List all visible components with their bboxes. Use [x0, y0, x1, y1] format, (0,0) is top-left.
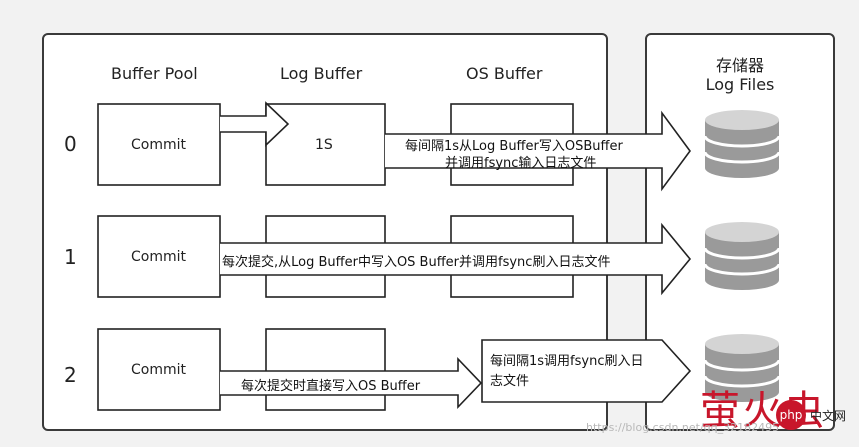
database-cylinder-icon: [703, 334, 781, 402]
row1-buffer-pool-box: [97, 215, 221, 298]
watermark-url: https://blog.csdn.net/qq_32182495: [586, 421, 780, 434]
database-cylinder-icon: [703, 110, 781, 178]
row0-pool-to-log-arrow: [220, 101, 290, 147]
storage-title-line1: 存储器: [715, 56, 764, 75]
row1-commit-label: Commit: [131, 249, 186, 265]
row1-pool-to-storage-arrow: [220, 222, 692, 296]
col-header-buffer-pool: Buffer Pool: [111, 64, 198, 83]
row1-arrow-text: 每次提交,从Log Buffer中写入OS Buffer并调用fsync刷入日志…: [222, 255, 611, 270]
row0-log-buffer-text: 1S: [315, 137, 333, 153]
row2-commit-label: Commit: [131, 362, 186, 378]
col-header-os-buffer: OS Buffer: [466, 64, 543, 83]
row0-log-to-storage-arrow: [385, 110, 691, 192]
row2-os-buffer-text-line2: 志文件: [490, 374, 530, 389]
row2-log-buffer-box: [265, 328, 386, 411]
row2-os-buffer-text-line1: 每间隔1s调用fsync刷入日: [490, 354, 644, 369]
row2-buffer-pool-box: [97, 328, 221, 411]
row2-arrow-text: 每次提交时直接写入OS Buffer: [241, 379, 421, 394]
watermark-site: 中文网: [810, 409, 847, 423]
row0-commit-label: Commit: [131, 137, 186, 153]
database-cylinder-icon: [703, 222, 781, 290]
row0-buffer-pool-box: [97, 103, 221, 186]
col-header-log-buffer: Log Buffer: [280, 64, 363, 83]
row2-pool-to-os-arrow: [220, 357, 483, 409]
row2-os-to-storage-arrow: [481, 339, 692, 403]
row-label-1: 1: [64, 245, 77, 269]
storage-title-line2: Log Files: [705, 75, 775, 94]
row-label-0: 0: [64, 132, 77, 156]
row-label-2: 2: [64, 363, 77, 387]
row0-arrow-text-line2: 并调用fsync输入日志文件: [445, 156, 597, 171]
row0-arrow-text-line1: 每间隔1s从Log Buffer写入OSBuffer: [405, 139, 623, 154]
watermark-php-badge: php: [776, 400, 806, 430]
